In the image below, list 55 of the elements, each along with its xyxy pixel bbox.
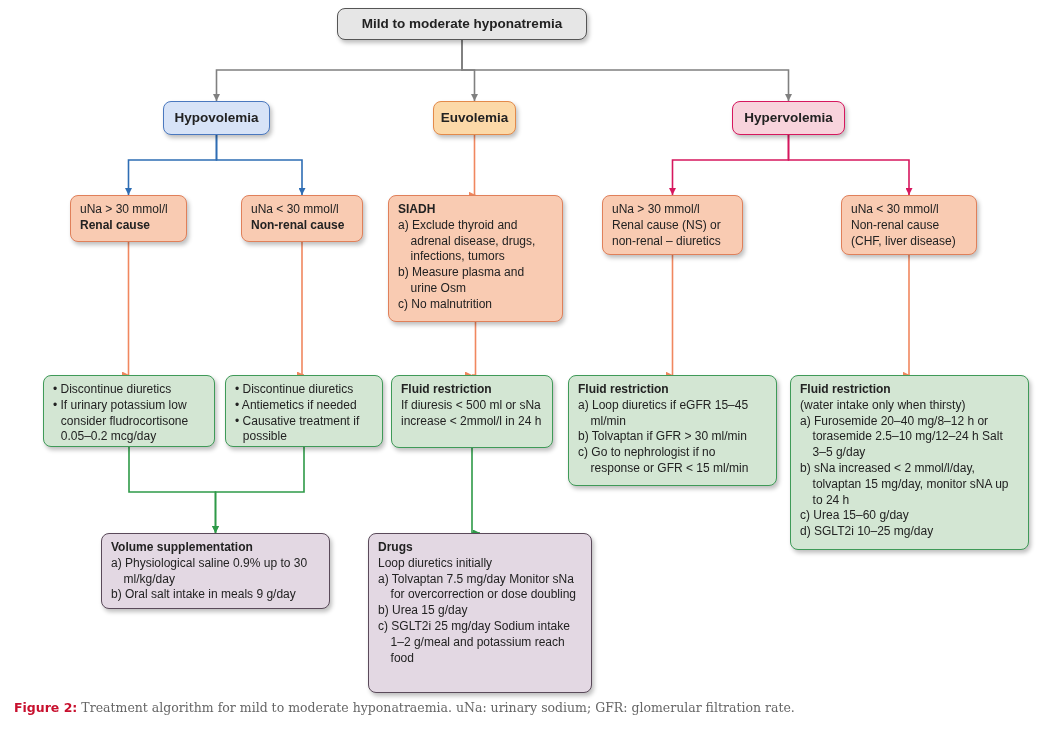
box-text: d) SGLT2i 10–25 mg/day — [800, 524, 935, 540]
box-text: Loop diuretics initially — [378, 555, 494, 572]
box-heading: Fluid restriction — [401, 382, 493, 398]
box-text: c) SGLT2i 25 mg/day Sodium intake 1–2 g/meal and potassium reach food — [378, 619, 571, 667]
treatment-box — [790, 375, 1029, 550]
box-heading: Renal cause — [80, 217, 152, 234]
box-text: (water intake only when thirsty) — [800, 397, 967, 414]
box-text: uNa < 30 mmol/l — [251, 202, 340, 218]
treatment-box — [101, 533, 330, 609]
box-text: b) Urea 15 g/day — [378, 603, 469, 619]
box-heading: Fluid restriction — [578, 382, 670, 398]
connector-arrow — [215, 134, 306, 196]
connector-arrow — [212, 446, 305, 534]
box-text: If diuresis < 500 ml or sNa increase < 2mmol/l in 24 h — [401, 397, 543, 430]
box-heading: Fluid restriction — [800, 382, 892, 398]
cause-box — [70, 195, 187, 242]
box-label: Hypervolemia — [744, 110, 833, 126]
box-text: uNa > 30 mmol/l — [80, 202, 169, 218]
title-box — [337, 8, 587, 40]
box-text: c) Go to nephrologist if no response or GFR < 15 ml/min — [578, 445, 750, 477]
treatment-box — [568, 375, 777, 486]
cause-box — [841, 195, 977, 255]
box-text: c) No malnutrition — [398, 296, 494, 313]
box-label: Hypovolemia — [174, 110, 259, 126]
box-heading: SIADH — [398, 202, 437, 218]
category-box — [433, 101, 516, 135]
treatment-box — [43, 375, 215, 447]
cause-box — [602, 195, 743, 255]
figure-caption: Figure 2: Treatment algorithm for mild to moderate hyponatraemia. uNa: urinary sodium; GFR: glomerular filtration rate. — [14, 700, 796, 715]
treatment-box — [225, 375, 383, 447]
box-text: uNa < 30 mmol/l — [851, 202, 940, 218]
box-text: uNa > 30 mmol/l — [612, 202, 701, 218]
connector-arrow — [669, 254, 676, 376]
cause-box — [388, 195, 563, 322]
box-text: Renal cause (NS) or non-renal – diuretics — [612, 217, 722, 250]
bullet-item: • If urinary potassium low consider fludrocortisone 0.05–0.2 mcg/day — [53, 397, 190, 446]
treatment-box — [368, 533, 592, 693]
connector-arrow — [787, 134, 913, 196]
box-label: Mild to moderate hyponatremia — [361, 16, 563, 32]
bullet-item: • Antiemetics if needed — [235, 397, 358, 414]
box-heading: Volume supplementation — [111, 540, 254, 556]
box-heading: Drugs — [378, 540, 414, 556]
bullet-item: • Discontinue diuretics — [53, 382, 173, 398]
bullet-item: • Discontinue diuretics — [235, 382, 355, 398]
box-heading: Non-renal cause — [251, 217, 346, 234]
box-text: c) Urea 15–60 g/day — [800, 508, 910, 525]
cause-box — [241, 195, 363, 242]
box-text: Non-renal cause (CHF, liver disease) — [851, 217, 957, 250]
box-text: b) Tolvaptan if GFR > 30 ml/min — [578, 429, 748, 446]
treatment-box — [391, 375, 553, 448]
bullet-item: • Causative treatment if possible — [235, 413, 361, 446]
category-box — [732, 101, 845, 135]
box-label: Euvolemia — [440, 110, 509, 126]
category-box — [163, 101, 270, 135]
box-text: b) Oral salt intake in meals 9 g/day — [111, 587, 297, 604]
